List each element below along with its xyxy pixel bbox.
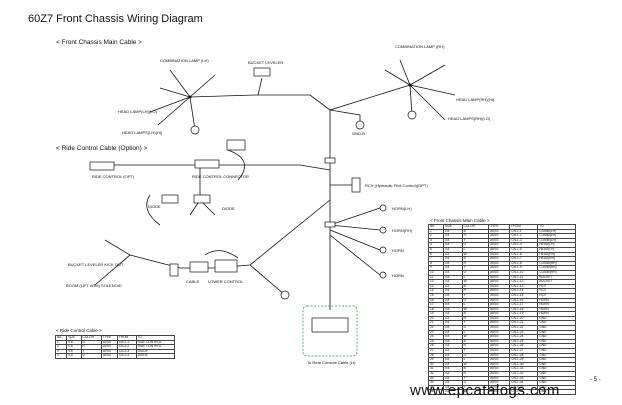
horn-symbol-1 — [379, 204, 387, 212]
label-cable: CABLE — [186, 279, 199, 284]
table-cell: 0.8 — [66, 353, 82, 359]
table-cell: G — [80, 353, 102, 359]
rh-hub-spokes — [384, 59, 456, 121]
label-to-rear: To Rear Console Cable (Lt) — [307, 360, 356, 365]
table-cell: 4 — [54, 353, 68, 359]
label-ride-control-connector: RIDE CONTROL CONNECTOR — [192, 174, 249, 179]
table-cell: 36 — [428, 389, 444, 395]
table-cell: CN-2-4 — [116, 353, 137, 359]
label-horn-1: HORN(LH) — [392, 206, 412, 211]
bucket-leveler-connector — [253, 67, 271, 77]
ride-branch — [189, 165, 216, 216]
label-horn-4: HORN — [392, 273, 404, 278]
table-cell: DIODE — [135, 353, 176, 359]
horn-branches — [329, 207, 381, 276]
label-boom-kick: BOOM (LIFT ARM) SOLENOID — [66, 283, 122, 288]
footer-brand: www.epcatalogs.com — [410, 382, 560, 399]
page-title: 60Z7 Front Chassis Wiring Diagram — [28, 13, 203, 25]
table-cell: AVSS — [100, 353, 118, 359]
table-cell: CN-1-36 — [509, 389, 539, 395]
label-diode-1: DIODE — [148, 204, 161, 209]
main-table-caption: < Front Chassis Main Cable > — [430, 218, 490, 223]
lower-connector-1 — [169, 263, 179, 277]
rear-console-box — [302, 305, 358, 357]
ride-control-wire — [110, 164, 331, 171]
ride-connector-1 — [89, 161, 115, 171]
trunk-connector-1 — [324, 157, 336, 164]
label-head-lamp-lh-lo: HEAD LAMP(LH)(LO) — [118, 109, 158, 114]
label-combination-rh: COMBINATION LAMP (RH) — [395, 44, 445, 49]
bucket-leveler-wire — [257, 77, 263, 96]
lower-connector-3 — [214, 259, 238, 273]
table-cell: AVSS — [488, 389, 511, 395]
cable-gnd-wire — [249, 264, 286, 296]
label-lower-control: LOWER CONTROL — [208, 279, 244, 284]
diode-2-connector — [193, 194, 211, 204]
main-trunk-wire — [189, 84, 411, 111]
trunk-connector-2 — [324, 221, 336, 228]
lh-hub-spokes — [149, 69, 216, 131]
curve-arrow-2 — [146, 194, 161, 226]
curve-arrow-3 — [204, 250, 239, 259]
table-cell: GND — [537, 389, 576, 395]
label-combination-lh: COMBINATION LAMP (LH) — [160, 58, 209, 63]
label-bucket-leveler: BUCKET LEVELER — [248, 60, 283, 65]
gnd-symbol-3 — [355, 120, 365, 130]
label-horn-2: HORN(RH) — [392, 228, 413, 233]
horn-symbol-4 — [379, 271, 387, 279]
label-rcv: RCV (Hydraulic Pilot Control)(OPT) — [365, 183, 428, 188]
label-head-lamp-rh-lo: HEAD LAMPS(RH)(LO) — [448, 116, 491, 121]
rear-connector — [311, 317, 349, 333]
table-cell: 0.8 — [442, 389, 463, 395]
section-title-main-cable: < Front Chassis Main Cable > — [56, 39, 142, 46]
ride-table-caption: < Ride Control Cable > — [56, 328, 102, 333]
hub-node-left — [188, 95, 192, 99]
ride-connector-3 — [226, 139, 246, 151]
page-number: - 5 - — [590, 377, 601, 383]
horn-symbol-2 — [379, 226, 387, 234]
diode-1-connector — [161, 194, 179, 204]
horn-symbol-3 — [379, 246, 387, 254]
label-gnd-small: GND-B — [352, 131, 365, 136]
curve-arrow-1 — [227, 149, 245, 181]
gnd-symbol-2 — [407, 110, 417, 120]
lower-connector-2 — [189, 261, 209, 273]
ride-connector-2 — [194, 159, 220, 169]
rcv-connector — [351, 177, 361, 193]
label-bucket-leveler-kick: BUCKET LEVELER KICK OUT — [68, 262, 124, 267]
label-horn-3: HORN — [392, 248, 404, 253]
gnd-branch — [329, 109, 361, 125]
label-head-lamp-rh-hi: HEAD LAMP(RH)(HI) — [456, 97, 495, 102]
label-diode-2: DIODE — [222, 206, 235, 211]
hub-node-right — [408, 83, 412, 87]
section-title-ride-control: < Ride Control Cable (Option) > — [56, 145, 148, 152]
gnd-symbol-4 — [280, 290, 290, 300]
gnd-symbol-1 — [190, 125, 200, 135]
label-ride-control-opt: RIDE CONTROL (OPT) — [92, 174, 135, 179]
label-head-lamp-lh-hi: HEAD LAMPS(LH)(HI) — [122, 130, 163, 135]
